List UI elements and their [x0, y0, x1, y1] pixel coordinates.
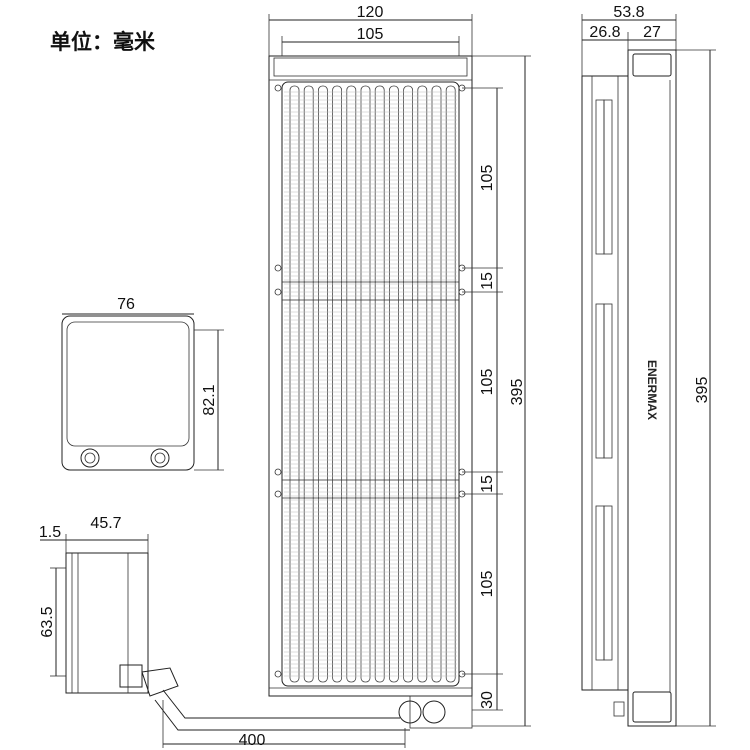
dim-gap1-label: 15 — [479, 272, 496, 290]
dim-pump-side-height: 63.5 — [39, 567, 66, 677]
dim-side-thickness: 53.8 26.8 27 — [581, 4, 677, 76]
dim-pump-width: 76 — [62, 296, 194, 315]
dim-76-label: 76 — [117, 296, 135, 313]
dim-120-label: 120 — [357, 4, 384, 21]
dim-26-8-label: 26.8 — [589, 24, 620, 41]
radiator-side-view: ENERMAX — [581, 49, 677, 727]
dim-105-label: 105 — [357, 26, 384, 43]
dim-fan2-label: 105 — [479, 369, 496, 396]
brand-logo: ENERMAX — [645, 360, 659, 420]
dim-53-8-label: 53.8 — [613, 4, 644, 21]
dim-tube-length: 400 — [162, 700, 406, 749]
dim-radiator-width: 120 — [268, 4, 473, 56]
dim-400-label: 400 — [239, 732, 266, 749]
dim-bottom-label: 30 — [479, 691, 496, 709]
dim-82-1-label: 82.1 — [201, 384, 218, 415]
dim-side-395-label: 395 — [694, 377, 711, 404]
dim-hole-spacing: 105 — [281, 26, 460, 56]
pump-side-view — [65, 552, 179, 697]
dim-radiator-height: 395 — [472, 55, 531, 727]
dim-fan3-label: 105 — [479, 571, 496, 598]
dim-gap2-label: 15 — [479, 475, 496, 493]
dim-fan-pitch: 105 15 105 15 105 30 — [462, 87, 503, 711]
fan-slots — [595, 99, 613, 661]
dim-side-height: 395 — [676, 49, 716, 727]
dim-pump-height: 82.1 — [194, 329, 224, 471]
dim-pump-side-width: 1.5 45.7 — [39, 515, 149, 553]
radiator-fins — [284, 85, 457, 683]
dim-1-5-label: 1.5 — [39, 524, 61, 541]
pump-top-view — [61, 315, 195, 471]
dim-45-7-label: 45.7 — [90, 515, 121, 532]
dim-27-label: 27 — [643, 24, 661, 41]
dim-fan1-label: 105 — [479, 165, 496, 192]
dim-395-label: 395 — [509, 379, 526, 406]
dim-63-5-label: 63.5 — [39, 606, 56, 637]
unit-label: 单位：毫米 — [50, 30, 155, 54]
